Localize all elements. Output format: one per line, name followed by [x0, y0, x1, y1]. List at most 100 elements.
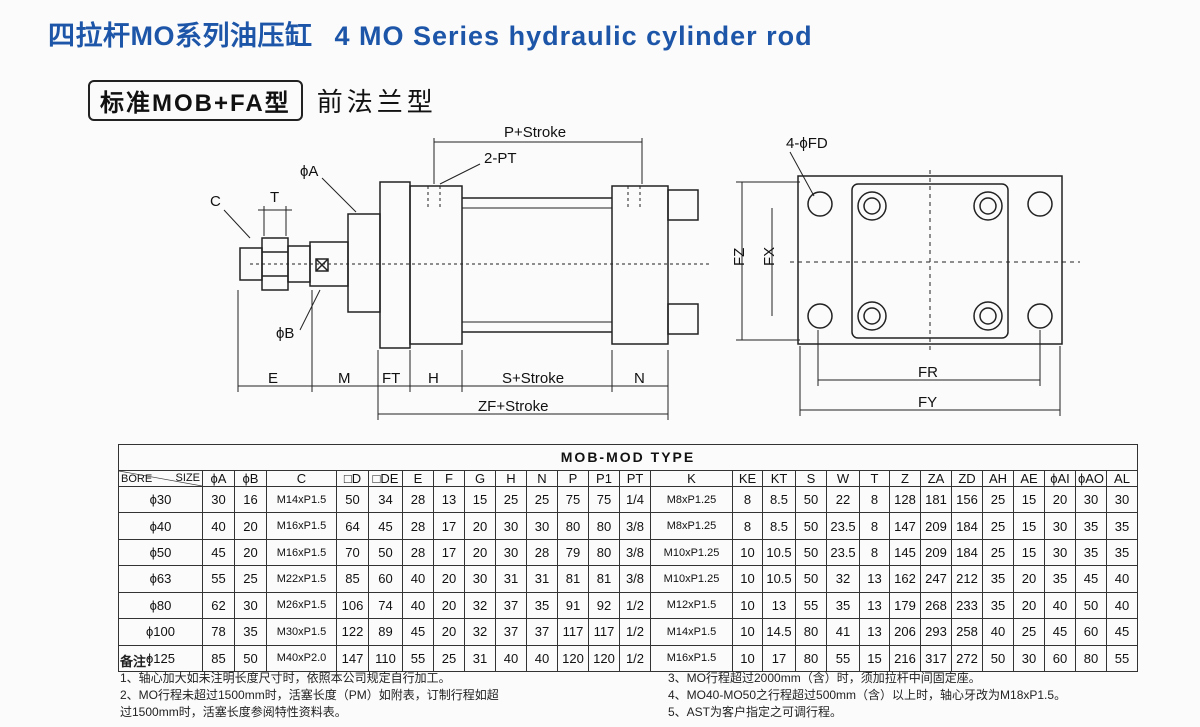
column-header: KT	[762, 470, 796, 487]
notes-left: 备注： 1、轴心加大如未注明长度尺寸时，依照本公司规定自行加工。 2、MO行程未…	[120, 653, 590, 721]
table-cell: 45	[368, 512, 403, 540]
table-cell: 81	[557, 565, 589, 593]
table-cell: 184	[951, 512, 983, 540]
table-cell: 3/8	[619, 538, 651, 567]
table-cell: 120	[557, 644, 589, 673]
table-cell: 10.5	[762, 538, 796, 567]
table-cell: 91	[557, 591, 589, 620]
table-cell: 20	[1044, 485, 1076, 514]
table-cell: 15	[1013, 485, 1045, 514]
table-cell: 20	[433, 591, 465, 620]
table-cell: 30	[1013, 644, 1045, 673]
head-cover	[409, 185, 463, 345]
table-cell: 15	[464, 485, 496, 514]
table-cell: 78	[202, 618, 235, 646]
table-cell: 50	[368, 538, 403, 567]
table-cell: 162	[889, 565, 921, 593]
column-header: G	[464, 470, 496, 487]
table-cell: 25	[526, 485, 558, 514]
table-cell: 8	[859, 485, 890, 514]
table-cell: 35	[234, 618, 267, 646]
tie-rod-nut-bottom	[667, 303, 699, 335]
title-cn: 四拉杆MO系列油压缸	[48, 21, 313, 51]
table-cell: 25	[234, 565, 267, 593]
label-e: E	[268, 370, 278, 387]
column-header: ϕB	[234, 470, 267, 487]
notes-right: 3、MO行程超过2000mm（含）时，须加拉杆中间固定座。 4、MO40-MO5…	[668, 653, 1188, 721]
table-cell: 20	[433, 618, 465, 646]
table-cell: M8xP1.25	[650, 512, 733, 540]
table-cell: 117	[557, 618, 589, 646]
table-cell: M30xP1.5	[266, 618, 337, 646]
column-header: N	[526, 470, 558, 487]
table-cell: 13	[762, 591, 796, 620]
column-header: AH	[982, 470, 1014, 487]
table-cell: 40	[526, 644, 558, 673]
table-cell: 85	[202, 644, 235, 673]
table-cell: 35	[982, 565, 1014, 593]
table-cell: 17	[433, 538, 465, 567]
table-cell: 28	[402, 485, 434, 514]
table-cell: 16	[234, 485, 267, 514]
column-header: KE	[732, 470, 763, 487]
table-cell: 10.5	[762, 565, 796, 593]
table-cell: 25	[982, 512, 1014, 540]
table-cell: 20	[433, 565, 465, 593]
label-s-stroke: S+Stroke	[502, 370, 564, 387]
bore-cell: ϕ50	[118, 538, 203, 567]
title-en: 4 MO Series hydraulic cylinder rod	[334, 21, 813, 51]
table-cell: 37	[495, 591, 527, 620]
table-cell: 50	[795, 565, 827, 593]
table-cell: 15	[1013, 538, 1045, 567]
table-cell: 30	[1044, 538, 1076, 567]
table-cell: M10xP1.25	[650, 538, 733, 567]
table-cell: 13	[859, 565, 890, 593]
table-cell: 35	[826, 591, 860, 620]
table-cell: 14.5	[762, 618, 796, 646]
table-cell: 22	[826, 485, 860, 514]
column-header: F	[433, 470, 465, 487]
table-cell: 35	[982, 591, 1014, 620]
table-cell: 13	[859, 618, 890, 646]
note-item: 4、MO40-MO50之行程超过500mm（含）以上时，轴心牙改为M18xP1.…	[668, 688, 1067, 702]
table-cell: M16xP1.5	[266, 538, 337, 567]
table-cell: 80	[1075, 644, 1107, 673]
table-cell: 20	[1013, 591, 1045, 620]
table-cell: 30	[495, 512, 527, 540]
table-cell: 70	[336, 538, 369, 567]
note-item: 过1500mm时，活塞长度参阅特性资料表。	[120, 705, 347, 719]
column-header: ϕA	[202, 470, 235, 487]
bore-cell: ϕ100	[118, 618, 203, 646]
table-cell: 247	[920, 565, 952, 593]
table-cell: 209	[920, 512, 952, 540]
flange-hole-br	[1027, 303, 1053, 329]
table-cell: 117	[588, 618, 620, 646]
table-cell: 20	[234, 512, 267, 540]
table-cell: 25	[982, 485, 1014, 514]
label-m: M	[338, 370, 351, 387]
flange-hole-tl	[807, 191, 833, 217]
table-cell: 184	[951, 538, 983, 567]
table-cell: 31	[495, 565, 527, 593]
table-cell: 80	[588, 538, 620, 567]
table-cell: 45	[1106, 618, 1138, 646]
table-cell: 92	[588, 591, 620, 620]
bore-cell: ϕ63	[118, 565, 203, 593]
table-cell: M16xP1.5	[650, 644, 733, 673]
table-cell: 8	[859, 512, 890, 540]
table-cell: 8.5	[762, 485, 796, 514]
size-label: SIZE	[175, 472, 200, 484]
column-header: T	[859, 470, 890, 487]
label-p-stroke: P+Stroke	[504, 124, 566, 141]
table-cell: 55	[1106, 644, 1138, 673]
technical-drawing: P+Stroke 2-PT ϕA C T ϕB E M FT H S+Strok…	[210, 124, 1080, 420]
table-cell: 212	[951, 565, 983, 593]
table-cell: 75	[557, 485, 589, 514]
table-cell: M22xP1.5	[266, 565, 337, 593]
table-cell: 25	[433, 644, 465, 673]
table-cell: 37	[526, 618, 558, 646]
